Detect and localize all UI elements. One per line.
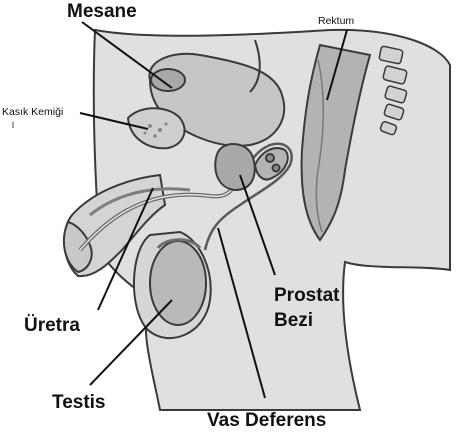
label-rectum: Rektum bbox=[318, 16, 354, 27]
label-pubic-bone: Kasık Kemiği bbox=[2, 107, 63, 118]
label-prostate-line2: Bezi bbox=[274, 311, 313, 330]
label-bladder: Mesane bbox=[67, 2, 137, 21]
label-testis: Testis bbox=[52, 393, 106, 412]
testis bbox=[150, 240, 206, 325]
label-prostate-line1: Prostat bbox=[274, 286, 339, 305]
label-vas-deferens: Vas Deferens bbox=[207, 411, 326, 430]
label-pubic-bone-mark: l bbox=[12, 121, 14, 130]
label-urethra: Üretra bbox=[24, 316, 80, 335]
